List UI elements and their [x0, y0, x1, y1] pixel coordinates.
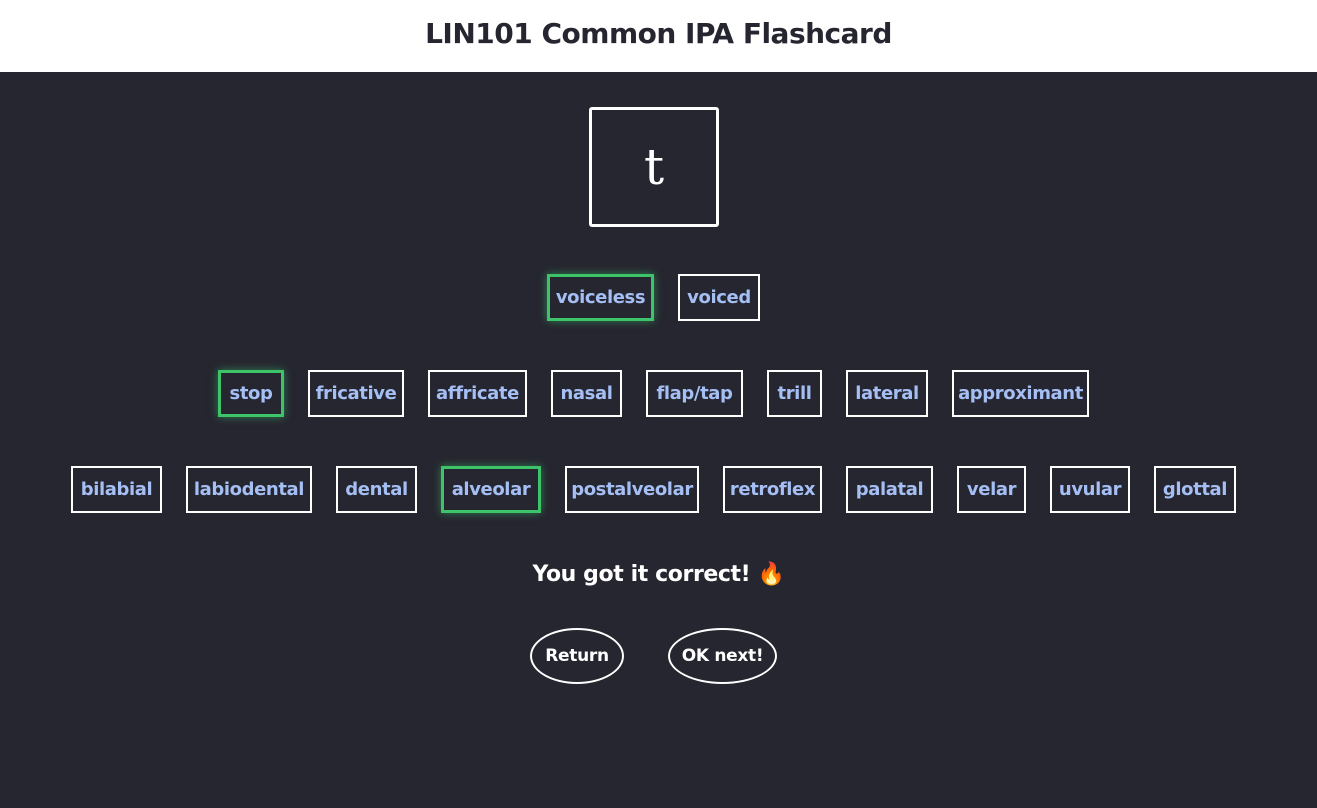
option-voiceless[interactable]: voiceless [547, 274, 654, 321]
option-fricative[interactable]: fricative [308, 370, 404, 417]
option-alveolar[interactable]: alveolar [441, 466, 541, 513]
flashcard: t [589, 107, 719, 227]
option-nasal[interactable]: nasal [551, 370, 622, 417]
option-dental[interactable]: dental [336, 466, 417, 513]
ok-next-button[interactable]: OK next! [668, 628, 777, 684]
option-approximant[interactable]: approximant [952, 370, 1089, 417]
feedback-message: You got it correct! 🔥 [532, 562, 785, 587]
place-row: bilabial labiodental dental alveolar pos… [0, 466, 1317, 518]
option-trill[interactable]: trill [767, 370, 822, 417]
option-velar[interactable]: velar [957, 466, 1026, 513]
manner-row: stop fricative affricate nasal flap/tap … [0, 370, 1317, 422]
option-affricate[interactable]: affricate [428, 370, 527, 417]
option-uvular[interactable]: uvular [1050, 466, 1130, 513]
option-lateral[interactable]: lateral [846, 370, 928, 417]
option-flap-tap[interactable]: flap/tap [646, 370, 743, 417]
option-bilabial[interactable]: bilabial [71, 466, 162, 513]
voicing-row: voiceless voiced [0, 274, 1317, 326]
ipa-symbol: t [643, 138, 665, 196]
page-title: LIN101 Common IPA Flashcard [425, 17, 892, 50]
option-voiced[interactable]: voiced [678, 274, 760, 321]
option-postalveolar[interactable]: postalveolar [565, 466, 699, 513]
return-button[interactable]: Return [530, 628, 624, 684]
header-bar: LIN101 Common IPA Flashcard [0, 0, 1317, 72]
option-stop[interactable]: stop [218, 370, 284, 417]
option-glottal[interactable]: glottal [1154, 466, 1236, 513]
option-retroflex[interactable]: retroflex [723, 466, 822, 513]
option-labiodental[interactable]: labiodental [186, 466, 312, 513]
option-palatal[interactable]: palatal [846, 466, 933, 513]
